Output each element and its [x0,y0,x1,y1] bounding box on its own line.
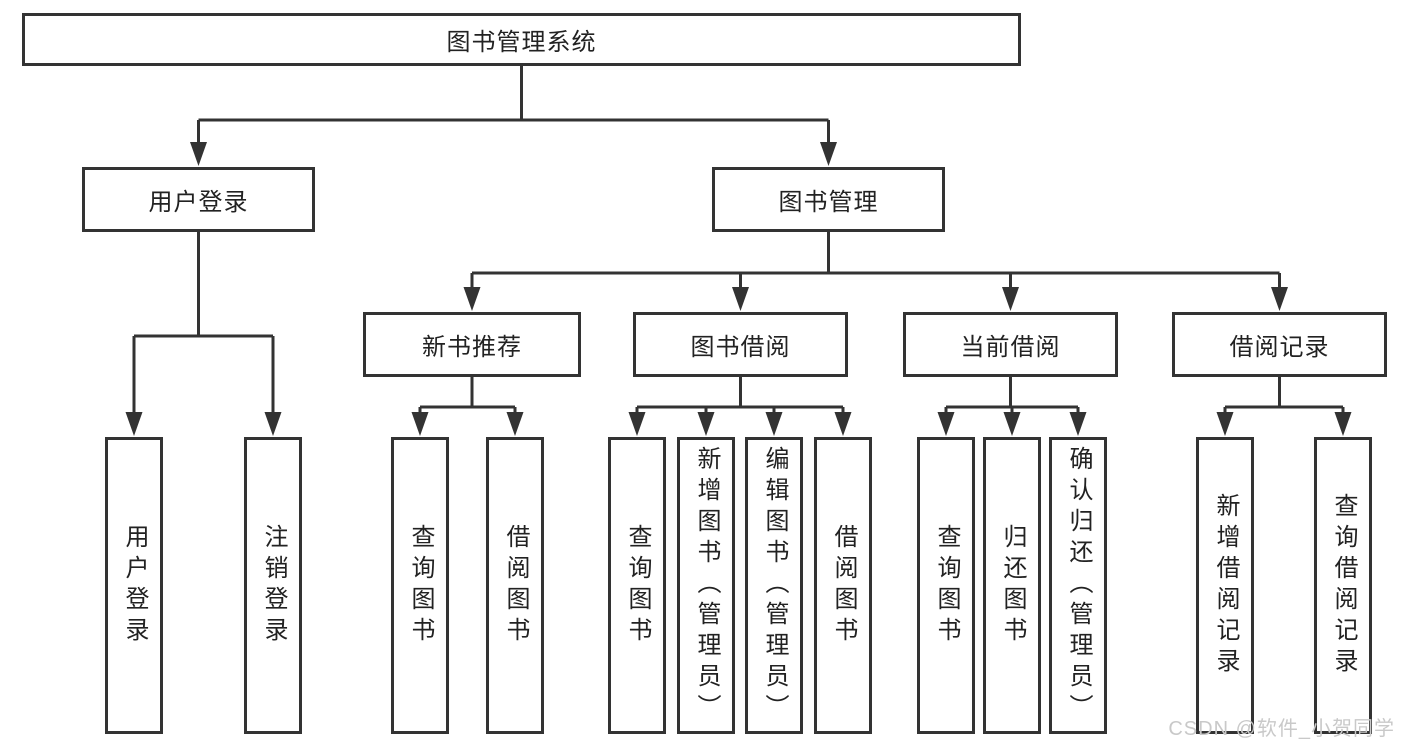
leaf-borrow-books-2: 借阅图书 [814,437,872,734]
leaf-user-login: 用户登录 [105,437,163,734]
leaf-query-books-2: 查询图书 [608,437,666,734]
node-borrow-records-label: 借阅记录 [1229,334,1330,361]
leaf-query-books-3: 查询图书 [917,437,975,734]
node-current-borrow-label: 当前借阅 [960,334,1061,361]
leaf-edit-book-admin: 编辑图书（管理员） [745,437,803,734]
leaf-query-books-1: 查询图书 [391,437,449,734]
leaf-query-borrow-record: 查询借阅记录 [1314,437,1372,734]
node-current-borrow: 当前借阅 [903,312,1118,377]
arrowheads [125,142,1352,436]
leaf-add-book-admin: 新增图书（管理员） [677,437,735,734]
node-root-system: 图书管理系统 [22,13,1021,66]
node-book-management-label: 图书管理 [778,189,879,216]
node-book-management: 图书管理 [712,167,945,232]
node-borrow-records: 借阅记录 [1172,312,1387,377]
node-user-login-label: 用户登录 [148,189,249,216]
leaf-borrow-books-1: 借阅图书 [486,437,544,734]
node-new-book-recommend-label: 新书推荐 [422,334,522,361]
leaf-logout: 注销登录 [244,437,302,734]
leaf-confirm-return-admin: 确认归还（管理员） [1049,437,1107,734]
csdn-watermark: CSDN @软件_小贺同学 [1168,718,1395,740]
node-new-book-recommend: 新书推荐 [363,312,581,377]
node-root-label: 图书管理系统 [446,29,597,56]
node-book-borrow: 图书借阅 [633,312,848,377]
leaf-add-borrow-record: 新增借阅记录 [1196,437,1254,734]
leaf-return-book: 归还图书 [983,437,1041,734]
node-book-borrow-label: 图书借阅 [690,334,791,361]
node-user-login: 用户登录 [82,167,315,232]
